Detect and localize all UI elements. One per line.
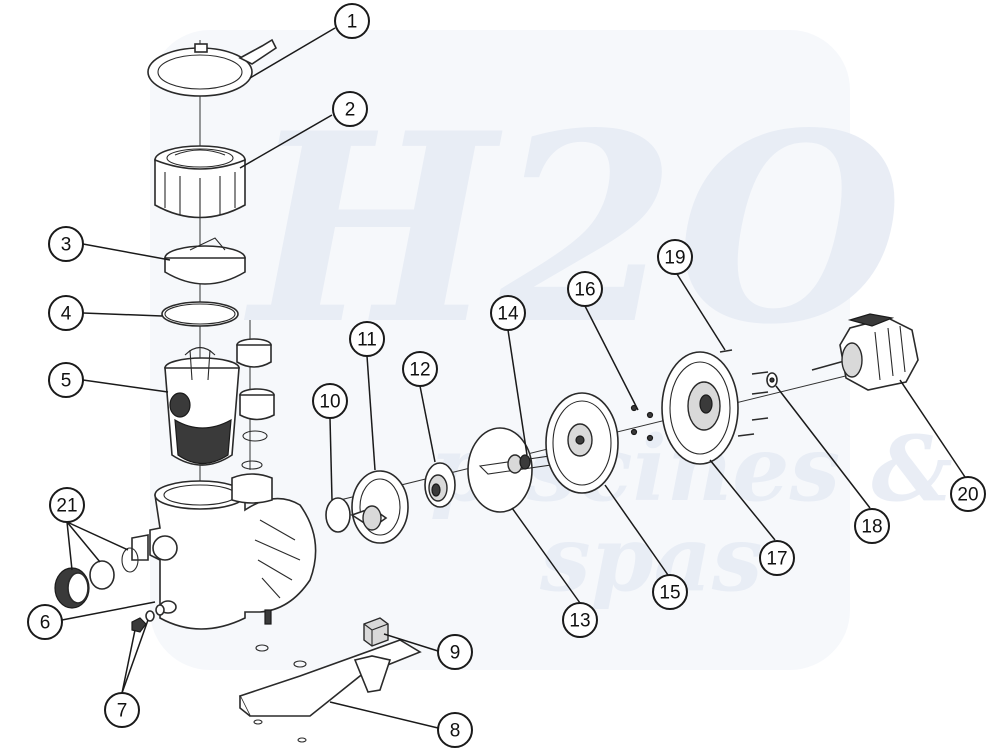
callout-label-16: 16 <box>574 280 595 301</box>
callout-19: 19 <box>657 239 693 275</box>
callout-2: 2 <box>332 91 368 127</box>
part-seal-plate <box>545 392 619 494</box>
leader-16 <box>584 305 639 411</box>
leader-13 <box>511 507 581 604</box>
callout-label-3: 3 <box>61 235 72 256</box>
callout-11: 11 <box>349 321 385 357</box>
part-diffuser-o-ring <box>325 497 351 533</box>
part-lid-o-ring <box>161 301 239 327</box>
leader-17 <box>709 459 776 541</box>
part-motor <box>811 313 919 391</box>
callout-6: 6 <box>27 604 63 640</box>
leader-6 <box>61 601 156 621</box>
leader-3 <box>82 243 171 261</box>
callout-20: 20 <box>950 476 986 512</box>
part-diffuser <box>350 470 409 544</box>
leader-12 <box>419 385 436 463</box>
callout-4: 4 <box>48 295 84 331</box>
leader-lines <box>61 27 966 729</box>
callout-label-4: 4 <box>61 304 72 325</box>
callout-8: 8 <box>437 712 473 748</box>
part-impeller <box>424 462 456 508</box>
watermark-script-text-2: spas <box>539 506 763 612</box>
callout-label-18: 18 <box>861 517 882 538</box>
callout-12: 12 <box>402 351 438 387</box>
callout-label-13: 13 <box>569 611 590 632</box>
leader-7a <box>121 629 136 694</box>
part-strainer-basket <box>164 346 240 466</box>
part-port-union <box>236 338 275 470</box>
leader-15 <box>604 484 669 576</box>
part-lid-ring <box>154 145 246 219</box>
callout-label-19: 19 <box>664 248 685 269</box>
leader-18 <box>775 385 871 509</box>
part-seal-plate-nuts <box>630 404 654 442</box>
callout-label-6: 6 <box>40 613 51 634</box>
part-washer <box>766 372 778 388</box>
callout-13: 13 <box>562 602 598 638</box>
callout-label-2: 2 <box>345 100 356 121</box>
callout-label-5: 5 <box>61 371 72 392</box>
part-lid-wrench <box>147 38 278 97</box>
leader-8 <box>329 701 439 729</box>
callout-7: 7 <box>104 692 140 728</box>
part-bracket-bolts <box>719 349 769 437</box>
callout-3: 3 <box>48 226 84 262</box>
leader-1 <box>249 27 336 79</box>
leader-11 <box>366 355 376 471</box>
callout-label-8: 8 <box>450 721 461 742</box>
leader-10 <box>329 417 333 501</box>
leader-19 <box>676 273 726 351</box>
part-spacer-block <box>363 617 389 647</box>
callout-label-15: 15 <box>659 583 680 604</box>
leader-21c <box>66 521 129 551</box>
callout-label-17: 17 <box>766 549 787 570</box>
callout-21: 21 <box>49 487 85 523</box>
callout-14: 14 <box>490 295 526 331</box>
leader-14 <box>507 329 528 456</box>
callout-label-20: 20 <box>957 485 978 506</box>
leader-21a <box>66 521 73 571</box>
callout-label-9: 9 <box>450 643 461 664</box>
leader-7b <box>121 619 149 694</box>
part-drain-plugs <box>131 604 165 633</box>
leader-21b <box>66 521 101 563</box>
leader-9 <box>383 633 439 652</box>
callout-1: 1 <box>334 3 370 39</box>
callout-10: 10 <box>312 383 348 419</box>
callout-label-21: 21 <box>56 496 77 517</box>
part-base <box>238 639 422 743</box>
callout-15: 15 <box>652 574 688 610</box>
callouts: 1 2 3 4 5 6 7 8 9 10 11 12 13 14 15 16 1… <box>27 3 986 748</box>
leader-4 <box>82 312 163 317</box>
part-seal-plate-gasket <box>467 427 533 513</box>
callout-5: 5 <box>48 362 84 398</box>
part-pump-body <box>131 473 317 630</box>
callout-18: 18 <box>854 508 890 544</box>
part-motor-bracket <box>661 351 739 465</box>
callout-label-11: 11 <box>357 330 377 351</box>
callout-9: 9 <box>437 634 473 670</box>
leader-5 <box>82 379 169 393</box>
callout-17: 17 <box>759 540 795 576</box>
leader-2 <box>239 114 333 169</box>
callout-label-10: 10 <box>319 392 340 413</box>
part-lid-cover <box>164 237 246 285</box>
callout-label-1: 1 <box>347 12 358 33</box>
leader-20 <box>899 379 966 478</box>
callout-16: 16 <box>567 271 603 307</box>
callout-label-14: 14 <box>497 304 519 325</box>
callout-label-7: 7 <box>117 701 128 722</box>
callout-label-12: 12 <box>409 360 430 381</box>
